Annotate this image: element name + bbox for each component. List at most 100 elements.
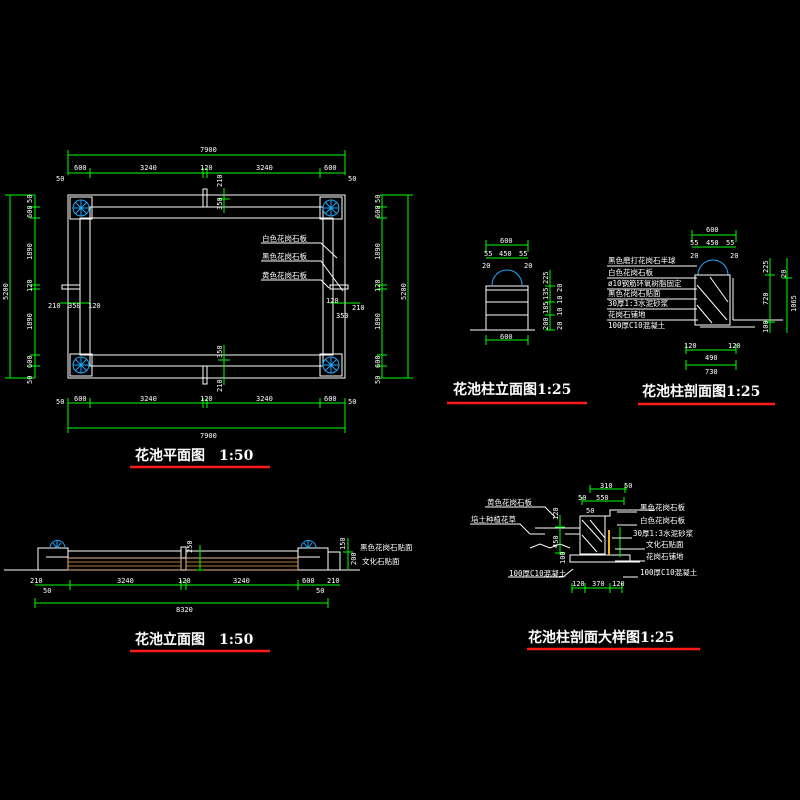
dim-text: 50 [586,507,594,515]
dim-text: 600 [374,355,382,368]
material-label: 花岗石铺地 [646,551,684,561]
dim-text: 600 [324,164,337,172]
material-label: 30厚1:3水泥砂浆 [633,528,694,538]
dim-text: 55 [484,250,492,258]
material-label: 100厚C10混凝土 [509,568,567,578]
material-label: 花岗石铺地 [608,309,646,319]
dim-text: 350 [216,345,224,358]
dim-text: 120 [374,279,382,292]
dim-text: 3240 [140,164,157,172]
material-label: 培土种植花草 [471,514,516,524]
dim-text: 350 [336,312,349,320]
corner-post [69,353,93,377]
dim-text: 600 [500,237,513,245]
dim-text: 225 [762,260,770,273]
dim-text: 50 [374,376,382,384]
dim-text: 50 [348,175,356,183]
dim-text: 120 [178,577,191,585]
dim-text: 210 [216,174,224,187]
dim-text: 720 [762,292,770,305]
drawing-title: 花池柱立面图1:25 [453,381,571,398]
dim-text: 50 [26,195,34,203]
dim-text: 10 [556,308,564,316]
corner-post [69,196,93,220]
dim-text: 490 [705,354,718,362]
column-body [485,285,529,331]
drawing-title: 花池柱剖面图1:25 [642,383,760,400]
plan-view: 7900 600 3240 120 3240 600 50 50 600 324… [2,146,413,469]
dim-text: 370 [592,580,605,588]
dim-text: 50 [43,587,51,595]
dim-text: 1890 [374,313,382,330]
dim-text: 50 [624,482,632,490]
dim-text: 50 [56,175,64,183]
material-label: 30厚1:3水泥砂浆 [608,298,669,308]
dim-text: 3240 [140,395,157,403]
dim-text: 225 [542,271,550,284]
dim-text: 210 [352,304,365,312]
dim-text: 20 [690,252,698,260]
dim-text: 20 [780,270,788,278]
brick-band [67,557,299,571]
mid-post-top [202,188,208,208]
dome [697,259,729,276]
dim-text: 730 [705,368,718,376]
dim-text: 210 [327,577,340,585]
dim-text: 20 [524,262,532,270]
drawing-title: 花池立面图 1:50 [135,631,254,648]
dim-text: 120 [88,302,101,310]
material-label: ø10钢筋环氧树脂固定 [608,278,682,288]
dim-text: 210 [48,302,61,310]
end-post [297,547,329,571]
dim-text: 600 [26,205,34,218]
dim-text: 10 [556,296,564,304]
dim-text: 550 [596,494,609,502]
drawing-title: 花池平面图 1:50 [135,447,254,464]
dim-text: 350 [216,197,224,210]
dim-text: 1065 [790,295,798,312]
material-label: 黑色花岗石板 [262,251,307,261]
dim-text: 450 [552,535,560,548]
dim-text: 600 [302,577,315,585]
dim-text: 120 [572,580,585,588]
dim-text: 120 [326,297,339,305]
dim-text: 120 [684,342,697,350]
mid-post-left [61,284,81,290]
dim-text: 250 [186,540,194,553]
dim-text: 150 [339,537,347,550]
material-label: 黑色花岗石贴面 [608,288,661,298]
dim-text: 55 [519,250,527,258]
column-section-view: 黑色磨打花岗石半球 白色花岗石板 ø10钢筋环氧树脂固定 黑色花岗石贴面 30厚… [607,226,798,406]
dim-text: 3240 [233,577,250,585]
dim-text: 7900 [200,432,217,440]
dim-text: 20 [556,322,564,330]
dim-text: 185 [542,301,550,314]
material-label: 100厚C10混凝土 [608,320,666,330]
dim-text: 210 [216,379,224,392]
dim-text: 5200 [2,283,10,300]
dim-text: 600 [324,395,337,403]
material-label: 文化石贴面 [362,556,400,566]
dim-text: 50 [26,376,34,384]
dim-text: 100 [559,551,567,564]
dim-text: 600 [74,164,87,172]
material-label: 白色花岗石板 [608,267,653,277]
elevation-view: 250 150 200 黑色花岗石贴面 文化石贴面 210 3240 120 3… [4,537,413,653]
material-label: 黄色花岗石板 [262,270,307,280]
dim-text: 1890 [374,243,382,260]
dim-text: 210 [30,577,43,585]
dim-text: 450 [706,239,719,247]
plan-outer-wall [67,194,346,379]
dim-text: 8320 [176,606,193,614]
dim-text: 50 [348,398,356,406]
dim-text: 7900 [200,146,217,154]
dim-text: 50 [56,398,64,406]
dim-text: 50 [316,587,324,595]
dim-text: 50 [374,195,382,203]
dim-text: 600 [26,355,34,368]
dim-text: 600 [374,205,382,218]
dim-text: 120 [200,395,213,403]
dim-text: 55 [726,239,734,247]
material-label: 文化石贴面 [646,539,684,549]
